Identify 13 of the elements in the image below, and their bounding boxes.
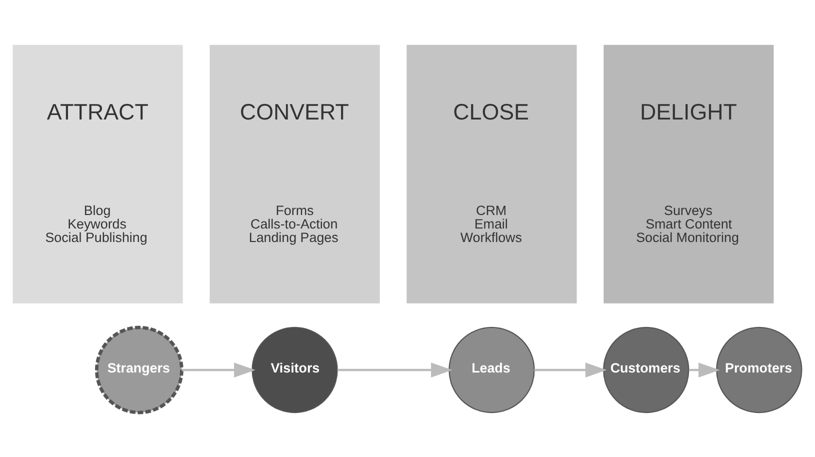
- node-circle: Customers: [603, 326, 690, 413]
- node-box: CLOSE CRM Email Workflows: [406, 44, 577, 303]
- node-box: ATTRACT Blog Keywords Social Publishing: [12, 44, 183, 303]
- node-box: CONVERT Forms Calls-to-Action Landing Pages: [210, 44, 380, 303]
- arrow: [534, 362, 607, 377]
- node-circle: Leads: [448, 326, 535, 413]
- node-circle: Strangers: [95, 325, 184, 414]
- node-box: DELIGHT Surveys Smart Content Social Monitoring: [604, 44, 774, 303]
- node-circle: Visitors: [252, 326, 338, 413]
- arrow: [182, 362, 256, 377]
- node-circle: Promoters: [716, 326, 802, 413]
- arrow: [688, 362, 720, 377]
- arrow: [337, 362, 452, 377]
